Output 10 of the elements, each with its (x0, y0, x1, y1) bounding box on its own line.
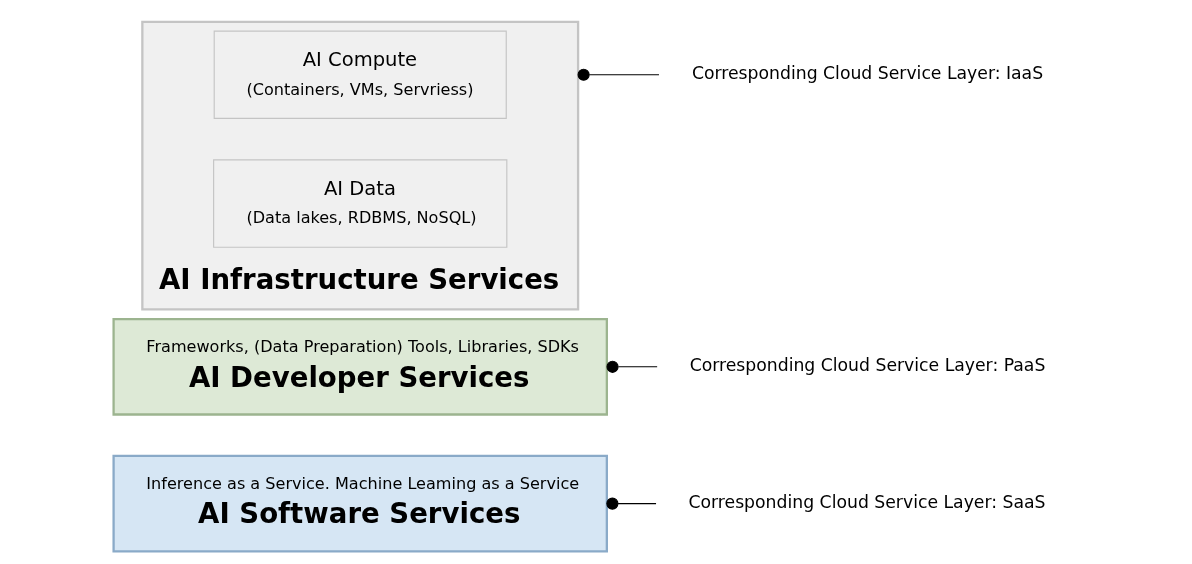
node-box: AI Compute (Containers, VMs, Servriess) (213, 30, 507, 120)
node-box: Inference as a Service. Machine Leaming as a Service AI Software Services (111, 454, 608, 553)
connector (605, 497, 657, 510)
connector (577, 68, 660, 81)
node-text: Corresponding Cloud Service Layer: IaaS (691, 63, 1043, 84)
node-box: Frameworks, (Data Preparation) Tools, Libraries, SDKs AI Developer Services (111, 317, 608, 416)
node-text: Corresponding Cloud Service Layer: PaaS (689, 355, 1045, 376)
node-box: AI Data (Data lakes, RDBMS, NoSQL) (212, 159, 507, 248)
node-text: Corresponding Cloud Service Layer: SaaS (687, 492, 1046, 513)
connector (605, 360, 658, 373)
